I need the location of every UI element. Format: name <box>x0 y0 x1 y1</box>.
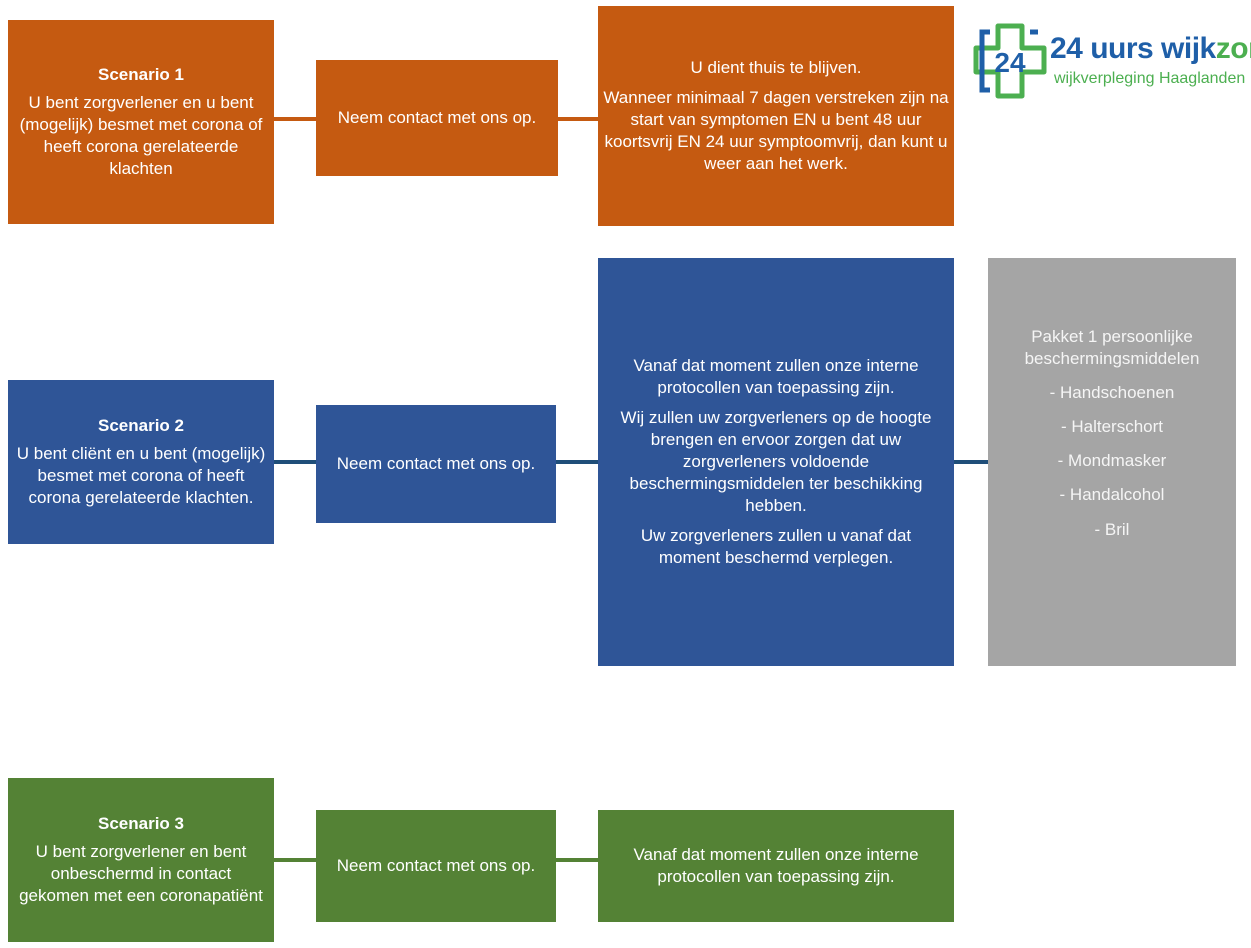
package-item: Bril <box>1050 519 1175 541</box>
scenario1-action-box: Neem contact met ons op. <box>316 60 558 176</box>
scenario3-text: U bent zorgverlener en bent onbeschermd … <box>19 841 263 906</box>
scenario1-result-line1: U dient thuis te blijven. <box>690 57 862 77</box>
scenario2-action: Neem contact met ons op. <box>336 453 536 473</box>
scenario3-title: Scenario 3 <box>98 813 184 833</box>
scenario1-action: Neem contact met ons op. <box>337 107 537 127</box>
scenario1-result-line2: Wanneer minimaal 7 dagen verstreken zijn… <box>603 87 949 174</box>
package-item: Handschoenen <box>1050 382 1174 404</box>
scenario2-box: Scenario 2 U bent cliënt en u bent (moge… <box>8 380 274 544</box>
logo-mark: 24 <box>994 47 1026 78</box>
scenario2-result-p3: Uw zorgverleners zullen u vanaf dat mome… <box>640 526 912 568</box>
scenario2-text: U bent cliënt en u bent (mogelijk) besme… <box>16 443 266 508</box>
logo-name: 24 uurs wijkzorg <box>1050 32 1251 66</box>
connector-s2-a <box>272 460 318 464</box>
scenario1-title: Scenario 1 <box>98 64 184 84</box>
scenario2-result-p1: Vanaf dat moment zullen onze interne pro… <box>633 355 919 397</box>
scenario2-action-box: Neem contact met ons op. <box>316 405 556 523</box>
scenario2-title: Scenario 2 <box>98 415 184 435</box>
logo-name-part2: zorg <box>1215 32 1251 65</box>
scenario3-action-box: Neem contact met ons op. <box>316 810 556 922</box>
package-box: Pakket 1 persoonlijke beschermingsmiddel… <box>988 258 1236 666</box>
scenario2-result-p2: Wij zullen uw zorgverleners op de hoogte… <box>620 407 932 516</box>
package-item: Handalcohol <box>1050 484 1175 506</box>
scenario1-text: U bent zorgverlener en u bent (mogelijk)… <box>19 92 263 179</box>
scenario3-result: Vanaf dat moment zullen onze interne pro… <box>633 844 919 886</box>
scenario3-box: Scenario 3 U bent zorgverlener en bent o… <box>8 778 274 942</box>
package-item: Mondmasker <box>1050 450 1175 472</box>
scenario3-result-box: Vanaf dat moment zullen onze interne pro… <box>598 810 954 922</box>
scenario1-result-box: U dient thuis te blijven. Wanneer minima… <box>598 6 954 226</box>
scenario1-box: Scenario 1 U bent zorgverlener en u bent… <box>8 20 274 224</box>
logo-tagline: wijkverpleging Haaglanden <box>1054 70 1246 87</box>
connector-s3-b <box>556 858 600 862</box>
connector-s2-c <box>954 460 990 464</box>
connector-s1-b <box>558 117 600 121</box>
package-item: Halterschort <box>1050 416 1175 438</box>
brand-logo: 24 24 uurs wijkzorg wijkverpleging Haagl… <box>972 20 1251 120</box>
plus-cross-icon: 24 <box>973 23 1047 99</box>
connector-s1-a <box>272 117 318 121</box>
logo-name-part1: 24 uurs wijk <box>1050 32 1216 65</box>
scenario3-action: Neem contact met ons op. <box>336 855 536 875</box>
scenario2-result-box: Vanaf dat moment zullen onze interne pro… <box>598 258 954 666</box>
connector-s2-b <box>556 460 600 464</box>
package-title: Pakket 1 persoonlijke beschermingsmiddel… <box>1024 327 1200 369</box>
connector-s3-a <box>272 858 318 862</box>
package-list: Handschoenen Halterschort Mondmasker Han… <box>1050 370 1175 541</box>
